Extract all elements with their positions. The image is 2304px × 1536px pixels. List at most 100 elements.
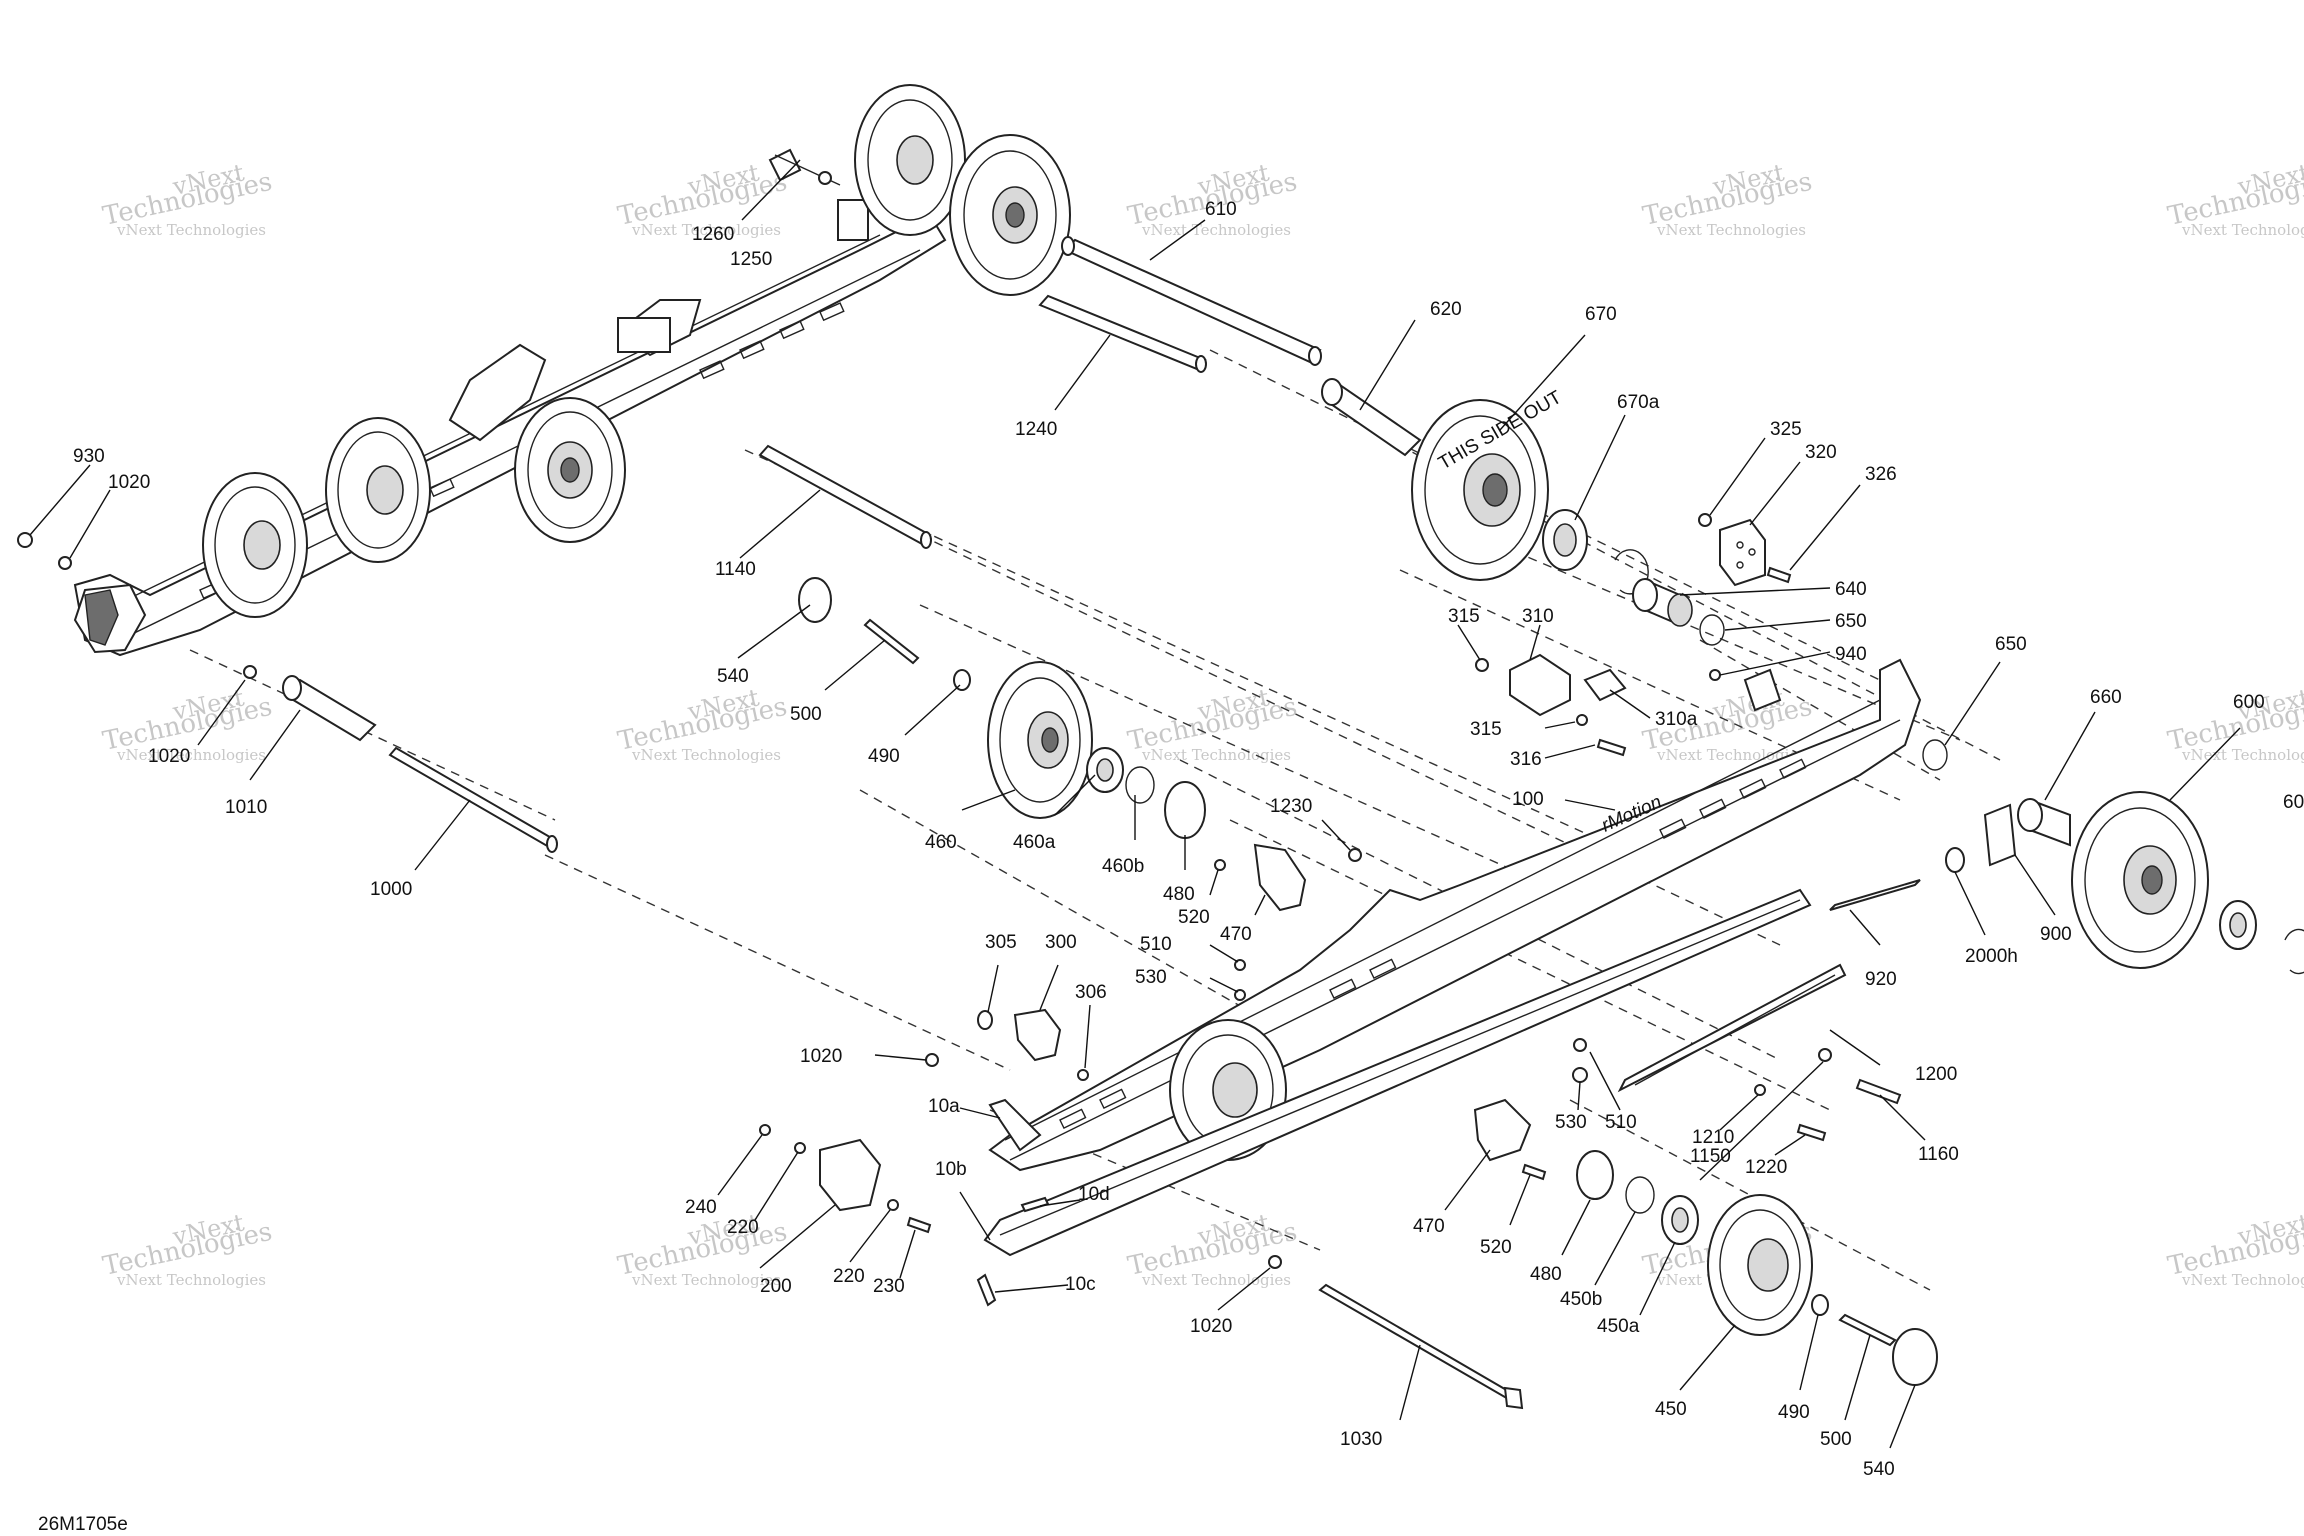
callout-10d: 10d bbox=[1078, 1184, 1110, 1205]
callout-1240: 1240 bbox=[1015, 419, 1057, 440]
bolt-306 bbox=[1077, 1069, 1089, 1081]
callout-450b: 450b bbox=[1560, 1289, 1602, 1310]
callout-306: 306 bbox=[1075, 982, 1107, 1003]
shaft-1010 bbox=[282, 675, 377, 742]
callout-610: 610 bbox=[1205, 199, 1237, 220]
bolt-1160 bbox=[1855, 1078, 1902, 1105]
watermark-brand: vNext Technologies bbox=[1141, 1271, 1291, 1289]
shaft-610 bbox=[1061, 236, 1322, 366]
bolt-230 bbox=[906, 1216, 932, 1234]
drawing-code: 26M1705e bbox=[38, 1514, 128, 1535]
bracket-470b bbox=[1473, 1098, 1532, 1162]
callout-320: 320 bbox=[1805, 442, 1837, 463]
nut-1210 bbox=[1754, 1084, 1766, 1096]
bearing-450a bbox=[1661, 1195, 1699, 1245]
bolt-520b bbox=[1521, 1163, 1547, 1181]
callout-100: 100 bbox=[1512, 789, 1544, 810]
watermark-brand: vNext Technologies bbox=[1141, 746, 1291, 764]
watermark-brand: vNext Technologies bbox=[116, 221, 266, 239]
nut-930 bbox=[17, 532, 33, 548]
cap-200 bbox=[819, 1138, 882, 1212]
rail-bracket bbox=[617, 317, 671, 353]
callout-470: 470 bbox=[1413, 1216, 1445, 1237]
callout-520: 520 bbox=[1178, 907, 1210, 928]
bracket-470a bbox=[1253, 843, 1307, 912]
callout-60: 60 bbox=[2283, 792, 2304, 813]
callout-200: 200 bbox=[760, 1276, 792, 1297]
bracket-900 bbox=[1983, 803, 2017, 867]
ring-460b bbox=[1125, 766, 1155, 804]
screw-10c bbox=[976, 1273, 997, 1307]
watermark-brand: vNext Technologies bbox=[2181, 746, 2304, 764]
callout-230: 230 bbox=[873, 1276, 905, 1297]
washer-540a bbox=[798, 577, 832, 623]
circlip-ring bbox=[2284, 928, 2304, 975]
watermark-brand: vNext Technologies bbox=[116, 1271, 266, 1289]
cap-540b bbox=[1892, 1328, 1938, 1386]
idler-wheel bbox=[202, 472, 308, 618]
bracket-300 bbox=[1013, 1008, 1062, 1062]
idler-wheel bbox=[949, 134, 1071, 296]
callout-220: 220 bbox=[833, 1266, 865, 1287]
callout-1020: 1020 bbox=[800, 1046, 842, 1067]
callout-1260: 1260 bbox=[692, 224, 734, 245]
watermark-brand: vNext Technologies bbox=[631, 221, 781, 239]
callout-450a: 450a bbox=[1597, 1316, 1640, 1337]
wear-strip-1200 bbox=[1617, 963, 1847, 1093]
callout-316: 316 bbox=[1510, 749, 1542, 770]
callout-1210: 1210 bbox=[1692, 1127, 1734, 1148]
callout-490: 490 bbox=[1778, 1402, 1810, 1423]
callout-520: 520 bbox=[1480, 1237, 1512, 1258]
callout-460b: 460b bbox=[1102, 856, 1144, 877]
callout-650: 650 bbox=[1835, 611, 1867, 632]
callout-600: 600 bbox=[2233, 692, 2265, 713]
callout-670: 670 bbox=[1585, 304, 1617, 325]
callout-326: 326 bbox=[1865, 464, 1897, 485]
callout-460: 460 bbox=[925, 832, 957, 853]
watermark-brand: vNext Technologies bbox=[1656, 221, 1806, 239]
bolt-500b bbox=[1838, 1313, 1897, 1347]
callout-310a: 310a bbox=[1655, 709, 1698, 730]
bolt-940 bbox=[1709, 669, 1721, 681]
callout-2000h: 2000h bbox=[1965, 946, 2018, 967]
pin-920 bbox=[1829, 879, 1921, 911]
nut-315a bbox=[1475, 658, 1489, 672]
callout-1030: 1030 bbox=[1340, 1429, 1382, 1450]
callout-480: 480 bbox=[1530, 1264, 1562, 1285]
bearing-670a bbox=[1542, 509, 1588, 571]
callout-460a: 460a bbox=[1013, 832, 1056, 853]
nut-510b bbox=[1573, 1038, 1587, 1052]
callout-220: 220 bbox=[727, 1217, 759, 1238]
bolt-520a bbox=[1214, 859, 1226, 871]
callout-530: 530 bbox=[1555, 1112, 1587, 1133]
plate-310a bbox=[1583, 668, 1627, 702]
idler-wheel bbox=[514, 397, 626, 543]
callout-1230: 1230 bbox=[1270, 796, 1312, 817]
idler-wheel bbox=[325, 417, 431, 563]
callout-640: 640 bbox=[1835, 579, 1867, 600]
callout-1020: 1020 bbox=[108, 472, 150, 493]
callout-1140: 1140 bbox=[715, 559, 756, 580]
slider-runner-10b bbox=[983, 888, 1812, 1257]
idler-wheel bbox=[854, 84, 966, 236]
callout-300: 300 bbox=[1045, 932, 1077, 953]
nut-240 bbox=[759, 1124, 771, 1136]
callout-650: 650 bbox=[1995, 634, 2027, 655]
callout-670a: 670a bbox=[1617, 392, 1660, 413]
front-tip-10a bbox=[988, 1098, 1042, 1152]
idler-wheel-450 bbox=[1707, 1194, 1813, 1336]
left-slide-rail-assembly bbox=[73, 84, 1071, 657]
callout-1200: 1200 bbox=[1915, 1064, 1957, 1085]
spacer-640 bbox=[1632, 578, 1693, 627]
callout-540: 540 bbox=[717, 666, 749, 687]
callout-10a: 10a bbox=[928, 1096, 960, 1117]
callout-660: 660 bbox=[2090, 687, 2122, 708]
